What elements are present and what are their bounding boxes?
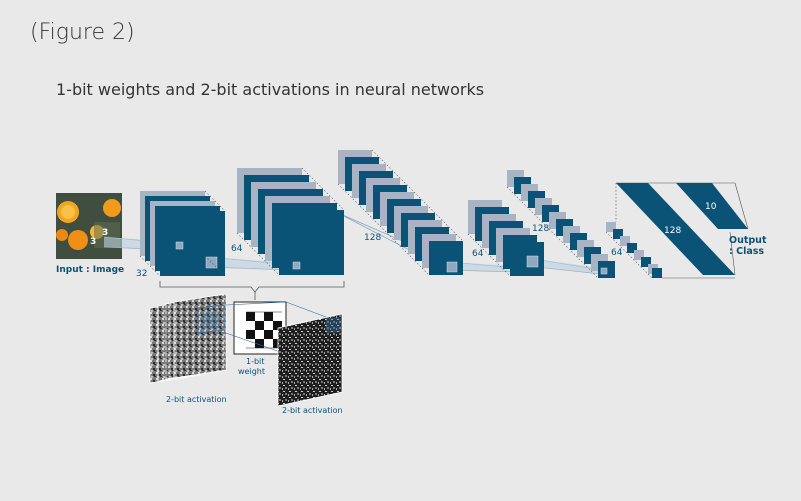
activation-detail-left	[149, 293, 227, 384]
conv-layer-5: 128	[506, 170, 615, 279]
figure-label: (Figure 2)	[30, 20, 135, 45]
layer-2-channels: 64	[231, 244, 243, 254]
kernel-size-a: 3	[102, 228, 108, 238]
detail-bracket	[159, 281, 345, 300]
activation-detail-right	[277, 313, 343, 407]
fc-layer-1-units: 128	[664, 226, 681, 236]
input-label: Input : Image	[56, 265, 124, 275]
input-image: 3 3	[56, 193, 122, 259]
fc-layers: 128 10	[615, 182, 749, 279]
conv-layer-4: 64	[467, 200, 544, 277]
conv-layer-6: 64	[605, 222, 662, 279]
layer-3-channels: 128	[364, 233, 381, 243]
weight-grid	[225, 301, 335, 355]
weight-label-line1: 1-bit	[246, 357, 264, 366]
fc-layer-2-units: 10	[705, 202, 717, 212]
figure-title: 1-bit weights and 2-bit activations in n…	[56, 80, 485, 99]
kernel-size-b: 3	[90, 237, 96, 247]
layer-6-channels: 64	[611, 248, 623, 258]
output-label-line2: : Class	[729, 246, 764, 257]
weight-label-line2: weight	[238, 367, 265, 376]
conv-layer-3: 128	[337, 149, 464, 276]
layer-4-channels: 64	[472, 249, 484, 259]
fc-layer-1	[616, 183, 735, 275]
layer-5-channels: 128	[532, 224, 549, 234]
activation-right-label: 2-bit activation	[282, 406, 343, 415]
fc-layer-2	[676, 183, 748, 229]
activation-left-label: 2-bit activation	[166, 395, 227, 404]
conv-layer-1: 32	[136, 190, 226, 279]
conv-layer-2: 64	[231, 167, 345, 276]
output-label-line1: Output	[729, 235, 767, 246]
layer-1-channels: 32	[136, 269, 147, 279]
